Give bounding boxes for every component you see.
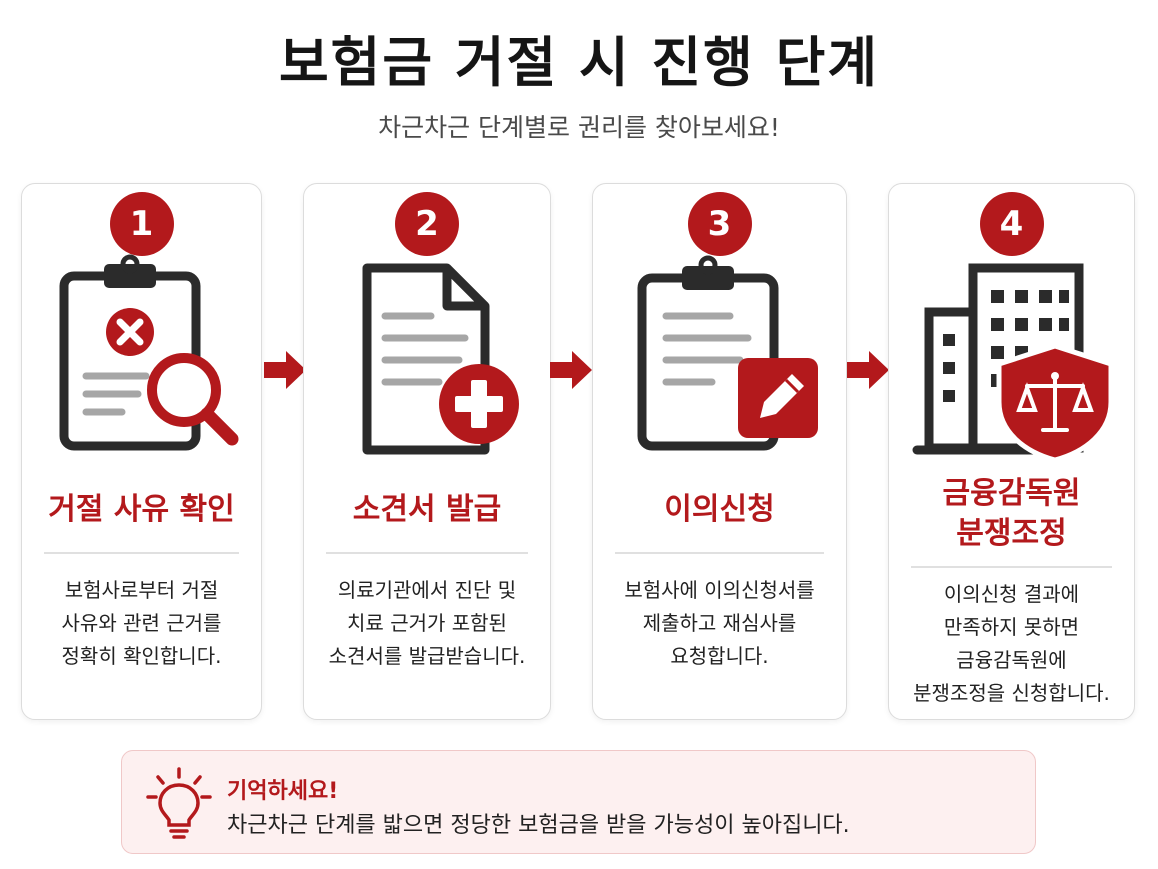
step-card-3: 3 이의신청 보험사에 이의신청서를 제출하고 재심사를 요청합니다. <box>592 183 847 720</box>
clipboard-pencil-icon <box>637 255 818 451</box>
step-card-4: 4 <box>888 183 1135 720</box>
step-title-line: 금융감독원 <box>942 476 1081 511</box>
step-desc-line: 금융감독원에 <box>956 648 1067 672</box>
step-number-badge: 2 <box>395 192 459 256</box>
step-desc-line: 소견서를 발급받습니다. <box>328 644 526 668</box>
step-desc-line: 정확히 확인합니다. <box>61 644 222 668</box>
arrow-right-icon <box>264 351 306 389</box>
note-text: 차근차근 단계를 밟으면 정당한 보험금을 받을 가능성이 높아집니다. <box>227 813 850 838</box>
step-title-line: 거절 사유 확인 <box>48 492 235 527</box>
step-title-line: 분쟁조정 <box>956 516 1067 551</box>
step-divider <box>911 566 1112 568</box>
step-number-badge: 1 <box>109 192 174 256</box>
step-desc-line: 분쟁조정을 신청합니다. <box>913 681 1110 705</box>
building-shield-scale-icon <box>912 263 1113 463</box>
page-subtitle: 차근차근 단계별로 권리를 찾아보세요! <box>378 113 780 142</box>
step-card-1: 1 거절 사유 확인 보험사로부터 거절 사유와 관련 근거를 정확히 확인합니… <box>21 183 262 720</box>
arrow-right-icon <box>550 351 592 389</box>
step-divider <box>326 552 528 554</box>
step-desc-line: 의료기관에서 진단 및 <box>337 578 517 602</box>
clipboard-x-magnifier-icon <box>59 254 238 451</box>
step-number-badge: 4 <box>979 192 1044 256</box>
step-desc-line: 요청합니다. <box>670 644 769 668</box>
step-title-line: 이의신청 <box>664 492 775 527</box>
document-plus-icon <box>362 263 519 455</box>
step-desc-line: 보험사로부터 거절 <box>64 578 219 602</box>
step-divider <box>44 552 239 554</box>
step-title-line: 소견서 발급 <box>352 492 502 527</box>
page-title: 보험금 거절 시 진행 단계 <box>279 31 879 94</box>
step-desc-line: 사유와 관련 근거를 <box>61 611 222 635</box>
step-desc-line: 만족하지 못하면 <box>943 615 1080 639</box>
step-desc-line: 제출하고 재심사를 <box>642 611 797 635</box>
step-card-2: 2 소견서 발급 의료기관에서 진단 및 치료 근거가 포함된 소견서를 발급받… <box>303 183 551 720</box>
step-desc-line: 치료 근거가 포함된 <box>347 611 507 635</box>
step-desc-line: 보험사에 이의신청서를 <box>624 578 815 602</box>
step-number-badge: 3 <box>687 192 752 256</box>
note-title: 기억하세요! <box>227 779 339 804</box>
reminder-note: 기억하세요! 차근차근 단계를 밟으면 정당한 보험금을 받을 가능성이 높아집… <box>121 750 1036 854</box>
lightbulb-icon <box>146 767 212 839</box>
step-desc-line: 이의신청 결과에 <box>943 582 1080 606</box>
step-divider <box>615 552 824 554</box>
arrow-right-icon <box>847 351 889 389</box>
